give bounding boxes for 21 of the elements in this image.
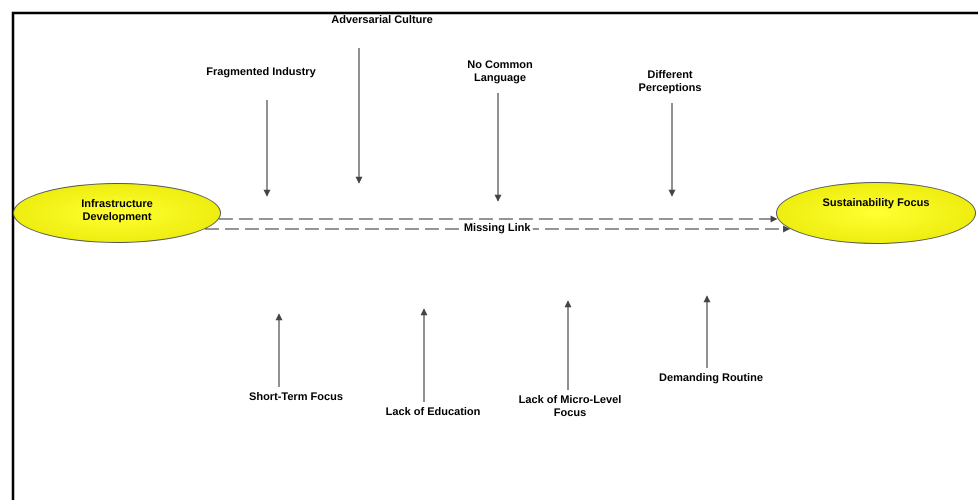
barrier-label: Adversarial Culture — [327, 14, 437, 44]
barrier-label: No Common Language — [445, 59, 555, 89]
barrier-label: Lack of Education — [378, 406, 488, 436]
edge-label: Missing Link — [462, 222, 532, 235]
barrier-label: Demanding Routine — [656, 372, 766, 402]
dashed-arrow — [204, 226, 790, 232]
arrow — [668, 103, 676, 197]
arrow — [564, 300, 572, 390]
arrow — [494, 93, 502, 202]
dashed-arrow — [218, 216, 778, 222]
arrow — [704, 295, 710, 368]
arrow — [276, 313, 282, 387]
ellipse-node: Infrastructure Development — [13, 183, 221, 243]
arrow — [264, 100, 270, 197]
barrier-label: Short-Term Focus — [236, 391, 356, 407]
arrow — [420, 308, 428, 402]
ellipse-node: Sustainability Focus — [776, 182, 976, 244]
barrier-label: Different Perceptions — [615, 69, 725, 99]
barrier-label: Fragmented Industry — [206, 66, 316, 96]
barrier-label: Lack of Micro-Level Focus — [510, 394, 630, 424]
arrow — [356, 48, 362, 184]
